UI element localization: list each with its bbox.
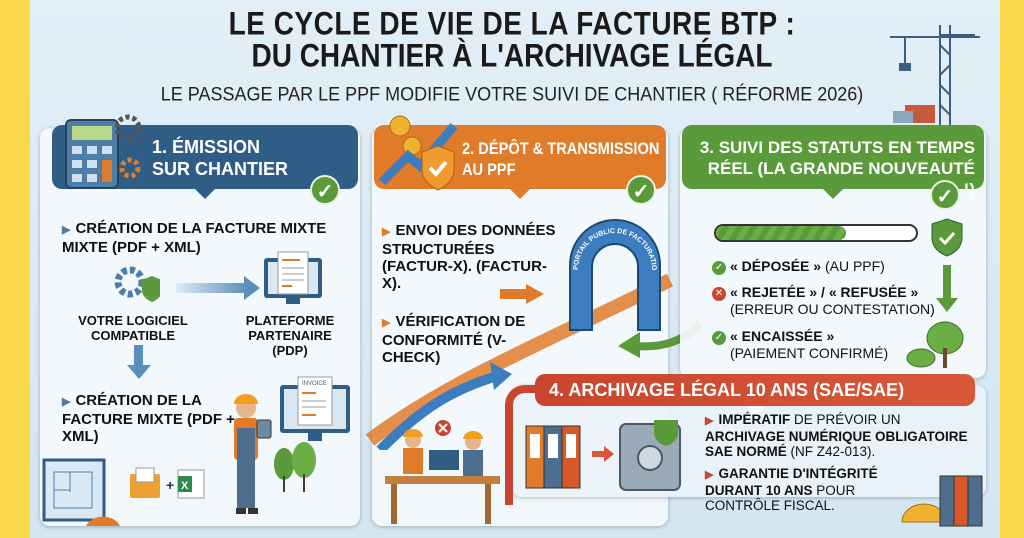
flow-arrows: [365, 273, 674, 450]
step4-header: 4. ARCHIVAGE LÉGAL 10 ANS (SAE/SAE): [535, 374, 975, 416]
bullet-arrow-icon: ▶: [705, 469, 714, 481]
step3-header: [682, 125, 984, 199]
binders-to-safe-icon: [525, 420, 681, 491]
plus-sign: +: [166, 477, 174, 493]
computer-document-icon: [264, 251, 322, 304]
status-encaissee: ✓ « ENCAISSÉE »(PAIEMENT CONFIRMÉ): [712, 328, 888, 361]
step3-title-line1: 3. SUIVI DES STATUTS EN TEMPS: [699, 138, 975, 157]
arrow-down-head: [127, 365, 151, 379]
status-detail: (PAIEMENT CONFIRMÉ): [730, 345, 889, 361]
invoice-label: INVOICE: [302, 381, 327, 387]
tree-icon: [906, 321, 964, 368]
arrow-down-green-head: [936, 298, 958, 312]
step1-bullet-1: ▶CRÉATION DE LA FACTURE MIXTE MIXTE (PDF…: [62, 220, 352, 256]
b2-text: POUR CONTRÔLE FISCAL.: [705, 483, 856, 513]
trees-icon: [274, 442, 316, 492]
arrow-head: [244, 276, 272, 300]
status-detail: (ERREUR OU CONTESTATION): [730, 301, 935, 317]
blueprint-icon: [42, 458, 120, 526]
title-line-1: LE CYCLE DE VIE DE LA FACTURE BTP :: [228, 5, 796, 42]
progress-fill: [716, 226, 846, 240]
step1-check-icon: ✓: [310, 175, 340, 205]
folder-plus-excel-icon: +X: [130, 467, 205, 499]
status-label: « REJETÉE » / « REFUSÉE »: [730, 284, 919, 300]
worker-with-tablet-icon: [234, 394, 272, 514]
growth-shield-coins-icon: [378, 115, 458, 191]
calculator-icon: [65, 114, 142, 189]
helmet-binders-icon: [901, 475, 983, 527]
bullet-arrow-icon: ▶: [62, 224, 71, 236]
ppf-portal-arch-icon: PORTAIL PUBLIC DE FACTURATION (PPF): [560, 215, 661, 331]
software-label: VOTRE LOGICIEL COMPATIBLE: [78, 313, 188, 343]
arrow-down-green: [943, 265, 951, 300]
step4-bullet-2: ▶GARANTIE D'INTÉGRITÉ DURANT 10 ANS POUR…: [705, 466, 915, 513]
excel-label: X: [181, 480, 189, 492]
status-rejetee: ✕ « REJETÉE » / « REFUSÉE »(ERREUR OU CON…: [712, 284, 935, 317]
shield-check-icon: [931, 218, 963, 257]
step2-check-icon: ✓: [626, 175, 656, 205]
bullet-arrow-icon: ▶: [705, 415, 714, 427]
b1-text1: DE PRÉVOIR UN: [790, 412, 901, 427]
status-label: « DÉPOSÉE »: [730, 258, 822, 274]
step2-bullet-1-text: ENVOI DES DONNÉES STRUCTURÉES (FACTUR-X)…: [382, 222, 556, 292]
step2-bullet-2: ▶VÉRIFICATION DE CONFORMITÉ (V-CHECK): [382, 313, 552, 366]
step1-bullet-2: ▶CRÉATION DE LA FACTURE MIXTE (PDF + XML…: [62, 392, 242, 445]
gear-shield-icon: [114, 266, 160, 302]
step2-title-line2: AU PPF: [462, 160, 516, 179]
b1-bold1: IMPÉRATIF: [718, 412, 791, 427]
invoice-monitor-icon: INVOICE: [280, 376, 350, 441]
b1-text2: (NF Z42-013).: [786, 444, 876, 459]
error-icon: ✕: [712, 287, 726, 301]
bullet-arrow-icon: ▶: [62, 396, 71, 408]
step4-bullet-1: ▶ IMPÉRATIF DE PRÉVOIR UN ARCHIVAGE NUMÉR…: [705, 412, 970, 459]
arrow-to-platform: [176, 283, 246, 293]
step1-title-line1: 1. ÉMISSION: [152, 137, 261, 157]
step1-bullet-1-text: CRÉATION DE LA FACTURE MIXTE MIXTE (PDF …: [62, 220, 327, 256]
step4-connector: [505, 385, 545, 505]
step3-check-icon: ✓: [930, 180, 960, 210]
status-deposee: ✓ « DÉPOSÉE » (AU PPF): [712, 258, 885, 275]
step2-title-line1: 2. DÉPÔT & TRANSMISSION: [462, 139, 660, 158]
title-line-2: DU CHANTIER À L'ARCHIVAGE LÉGAL: [251, 37, 773, 74]
step2-bullet-2-text: VÉRIFICATION DE CONFORMITÉ (V-CHECK): [382, 313, 526, 366]
platform-label: PLATEFORME PARTENAIRE (PDP): [245, 313, 335, 358]
step3-title-line2: RÉEL (LA GRANDE NOUVEAUTÉ !): [707, 159, 975, 199]
b2-bold: GARANTIE D'INTÉGRITÉ DURANT 10 ANS: [705, 466, 878, 498]
status-label: « ENCAISSÉE »: [730, 328, 835, 344]
step1-bullet-2-text: CRÉATION DE LA FACTURE MIXTE (PDF + XML): [62, 392, 235, 445]
subtitle: LE PASSAGE PAR LE PPF MODIFIE VOTRE SUIV…: [160, 82, 864, 105]
status-detail: (AU PPF): [824, 258, 885, 274]
workers-at-desk-icon: [385, 420, 500, 524]
step2-bullet-1: ▶ENVOI DES DONNÉES STRUCTURÉES (FACTUR-X…: [382, 222, 562, 292]
ok-icon: ✓: [712, 331, 726, 345]
bullet-arrow-icon: ▶: [382, 226, 391, 238]
status-progress-bar: [714, 224, 918, 242]
b1-bold2: ARCHIVAGE NUMÉRIQUE OBLIGATOIRE SAE NORM…: [705, 429, 968, 459]
arrow-down: [134, 345, 143, 367]
step3-title: 3. SUIVI DES STATUTS EN TEMPS RÉEL (LA GR…: [693, 137, 975, 200]
ok-icon: ✓: [712, 261, 726, 275]
step1-title-line2: SUR CHANTIER: [152, 159, 289, 179]
step4-title: 4. ARCHIVAGE LÉGAL 10 ANS (SAE/SAE): [549, 380, 905, 400]
step2-title: 2. DÉPÔT & TRANSMISSION AU PPF: [462, 138, 659, 180]
bullet-arrow-icon: ▶: [382, 317, 391, 329]
crane-icon: [890, 25, 980, 125]
